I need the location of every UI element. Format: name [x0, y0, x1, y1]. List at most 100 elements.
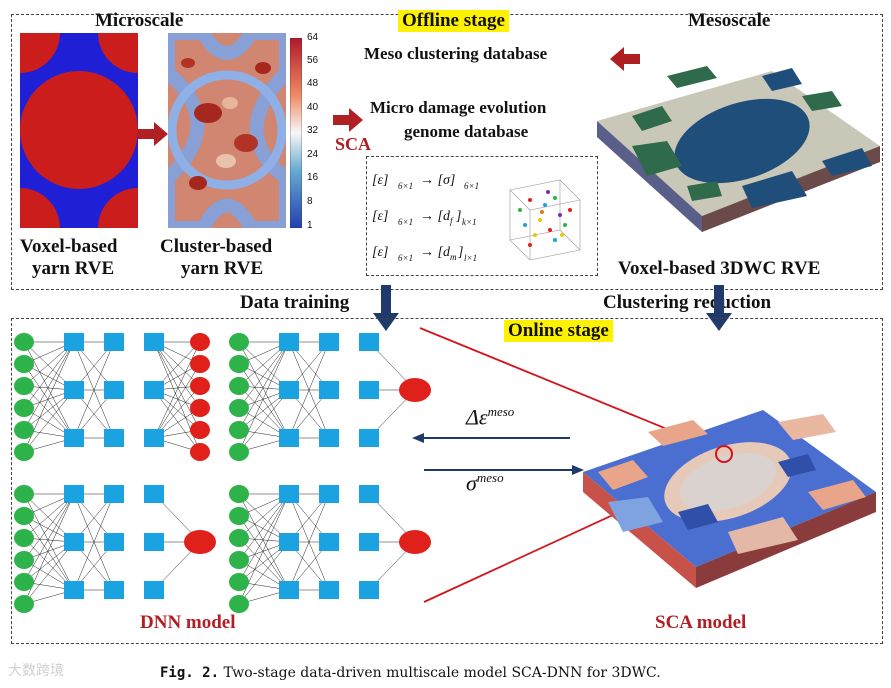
input-node — [229, 551, 249, 569]
svg-text:→ [d: → [d — [420, 209, 451, 224]
svg-text:m: m — [450, 252, 457, 262]
sca-label: SCA — [335, 134, 372, 154]
colorbar-tick: 40 — [307, 102, 319, 113]
connection-line — [238, 493, 290, 583]
arrow-data-training — [373, 285, 399, 331]
svg-text:6×1: 6×1 — [464, 181, 479, 191]
hidden-node — [104, 429, 124, 447]
input-node — [14, 551, 34, 569]
hidden-node — [319, 485, 339, 503]
connection-line — [238, 341, 290, 431]
caption-fig-number: Fig. 2. — [160, 665, 220, 681]
connection-line — [153, 341, 201, 439]
connection-line — [238, 389, 290, 453]
input-node — [229, 333, 249, 351]
input-node — [14, 485, 34, 503]
micro-db-label-2: genome database — [404, 122, 529, 141]
arrow-to-genome-db — [333, 108, 363, 132]
delta-eps-symbol: Δε — [466, 404, 488, 430]
voxel-3dwc-rve-label: Voxel-based 3DWC RVE — [618, 258, 821, 279]
caption-text: Two-stage data-driven multiscale model S… — [223, 665, 661, 681]
sigma-sup: meso — [476, 470, 504, 485]
connection-line — [153, 363, 201, 439]
input-node — [229, 399, 249, 417]
sigma-label: σmeso — [466, 470, 504, 496]
hidden-node — [319, 581, 339, 599]
connection-line — [23, 363, 75, 439]
arrow-to-meso-db — [610, 47, 640, 71]
voxel-3dwc-rve-image — [597, 66, 880, 232]
svg-text:f: f — [450, 216, 454, 226]
input-node — [14, 333, 34, 351]
mesoscale-label: Mesoscale — [688, 10, 771, 31]
sigma-arrow — [424, 465, 584, 475]
output-node — [190, 377, 210, 395]
delta-eps-label: Δεmeso — [466, 404, 514, 430]
hidden-node — [144, 581, 164, 599]
cluster-rve-label-2: yarn RVE — [181, 258, 264, 279]
input-node — [229, 443, 249, 461]
svg-text:l×1: l×1 — [464, 253, 477, 263]
connection-line — [238, 493, 290, 561]
micro-db-label-1: Micro damage evolution — [370, 98, 547, 117]
arrow-voxel-to-cluster — [138, 122, 168, 146]
output-node — [190, 399, 210, 417]
online-stage-title: Online stage — [504, 320, 613, 342]
svg-text:[ε]: [ε] — [372, 209, 388, 224]
connection-line — [23, 493, 75, 583]
hidden-node — [104, 485, 124, 503]
input-node — [229, 485, 249, 503]
connection-line — [23, 541, 75, 605]
clustering-reduction-label: Clustering reduction — [603, 292, 772, 313]
input-node — [229, 355, 249, 373]
hidden-node — [64, 533, 84, 551]
colorbar — [290, 38, 302, 228]
hidden-node — [359, 581, 379, 599]
connection-line — [238, 541, 290, 605]
hidden-node — [104, 381, 124, 399]
cluster-yarn-rve-image — [168, 33, 286, 228]
hidden-node — [64, 333, 84, 351]
svg-text:]: ] — [457, 245, 463, 260]
hidden-node — [64, 581, 84, 599]
input-node — [14, 507, 34, 525]
svg-text:6×1: 6×1 — [398, 253, 413, 263]
hidden-node — [64, 429, 84, 447]
colorbar-tick: 56 — [307, 55, 319, 66]
hidden-node — [144, 485, 164, 503]
connection-line — [238, 341, 290, 409]
colorbar-tick: 48 — [307, 78, 319, 89]
svg-text:→ [σ]: → [σ] — [420, 173, 455, 188]
watermark: 大数跨境 — [8, 663, 64, 679]
input-node — [14, 421, 34, 439]
hidden-node — [104, 581, 124, 599]
genome-database-box — [366, 156, 598, 276]
online-stage-panel — [11, 318, 883, 644]
hidden-node — [359, 429, 379, 447]
svg-text:k×1: k×1 — [462, 217, 477, 227]
input-node — [229, 595, 249, 613]
connection-line — [23, 341, 75, 409]
svg-text:[ε]: [ε] — [372, 173, 388, 188]
colorbar-tick: 16 — [307, 172, 319, 183]
hidden-node — [144, 381, 164, 399]
hidden-node — [64, 381, 84, 399]
input-node — [14, 355, 34, 373]
delta-eps-arrow — [412, 433, 570, 443]
hidden-node — [64, 485, 84, 503]
input-node — [14, 399, 34, 417]
offline-stage-title: Offline stage — [398, 10, 509, 32]
data-training-label: Data training — [240, 292, 350, 313]
output-node — [190, 333, 210, 351]
svg-text:6×1: 6×1 — [398, 181, 413, 191]
hidden-node — [319, 429, 339, 447]
input-node — [229, 377, 249, 395]
hidden-node — [279, 381, 299, 399]
figure-caption: Fig. 2. Two-stage data-driven multiscale… — [160, 665, 661, 681]
output-node — [399, 378, 431, 402]
hidden-node — [279, 429, 299, 447]
hidden-node — [279, 333, 299, 351]
output-node — [190, 443, 210, 461]
sca-model-label: SCA model — [655, 612, 747, 633]
